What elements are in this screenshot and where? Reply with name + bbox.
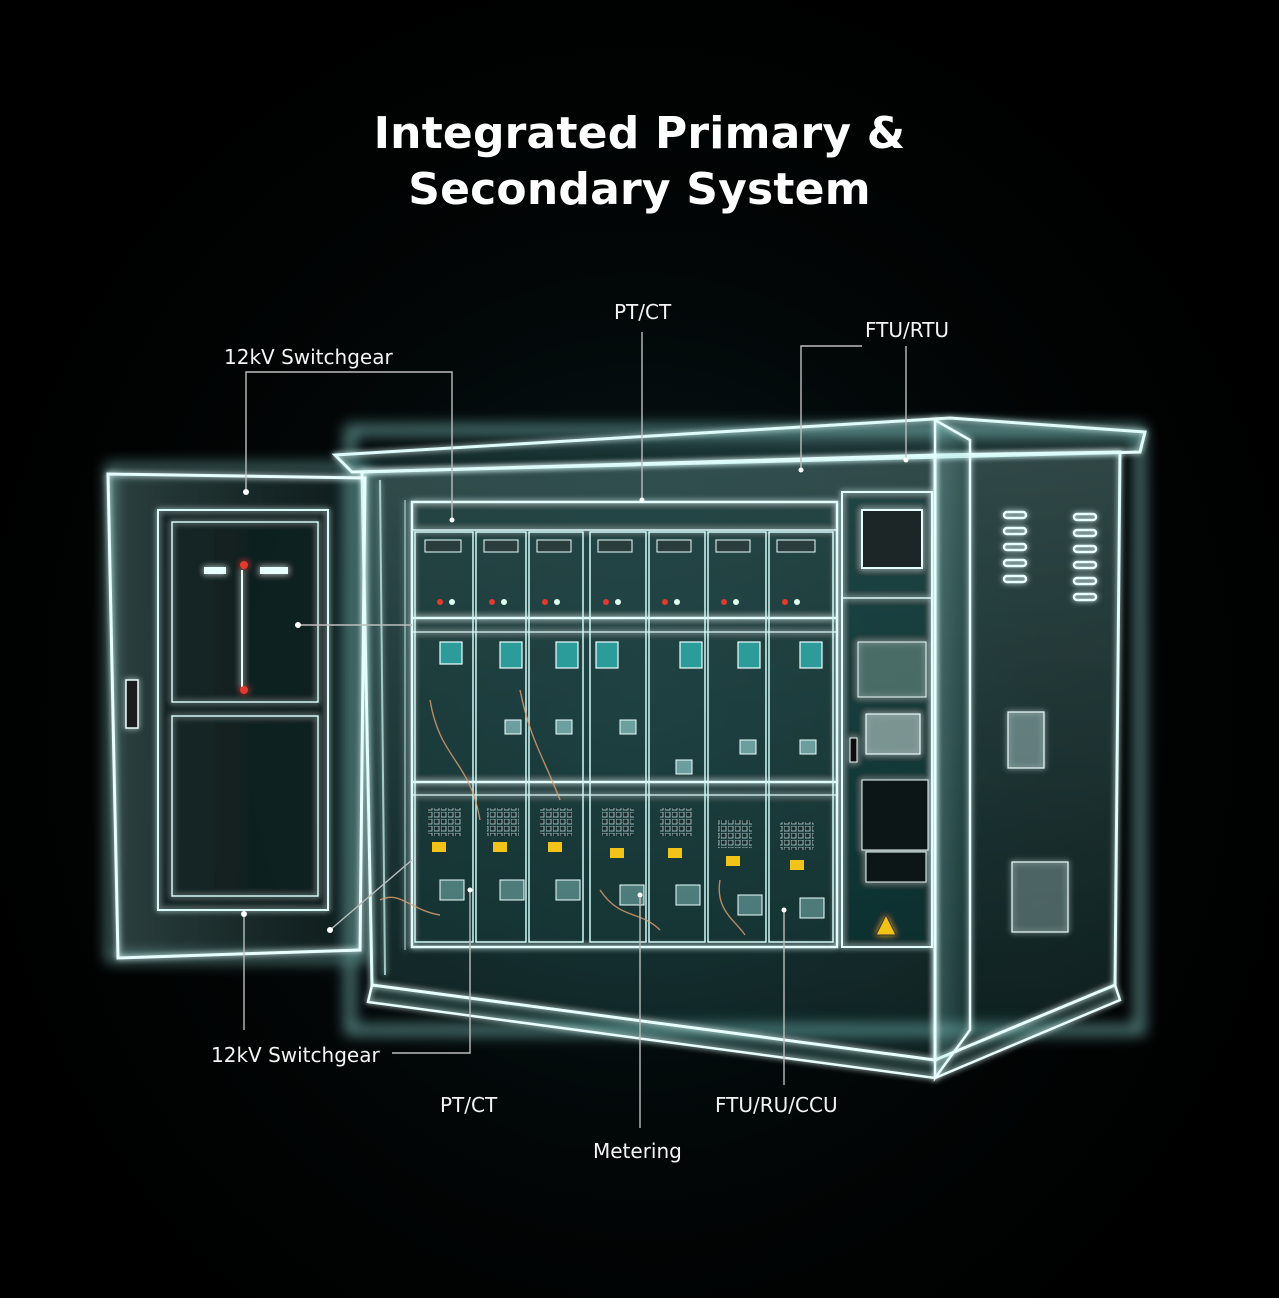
label-ftu-rtu-top: FTU/RTU bbox=[865, 318, 949, 342]
label-12kv-switchgear-bottom: 12kV Switchgear bbox=[211, 1043, 380, 1067]
label-ptct-top: PT/CT bbox=[614, 300, 671, 324]
secondary-control-section bbox=[842, 492, 932, 947]
front-door-open bbox=[108, 474, 365, 958]
label-ftu-ru-ccu: FTU/RU/CCU bbox=[715, 1093, 838, 1117]
label-metering: Metering bbox=[593, 1139, 682, 1163]
label-12kv-switchgear-top: 12kV Switchgear bbox=[224, 345, 393, 369]
label-ptct-bottom: PT/CT bbox=[440, 1093, 497, 1117]
